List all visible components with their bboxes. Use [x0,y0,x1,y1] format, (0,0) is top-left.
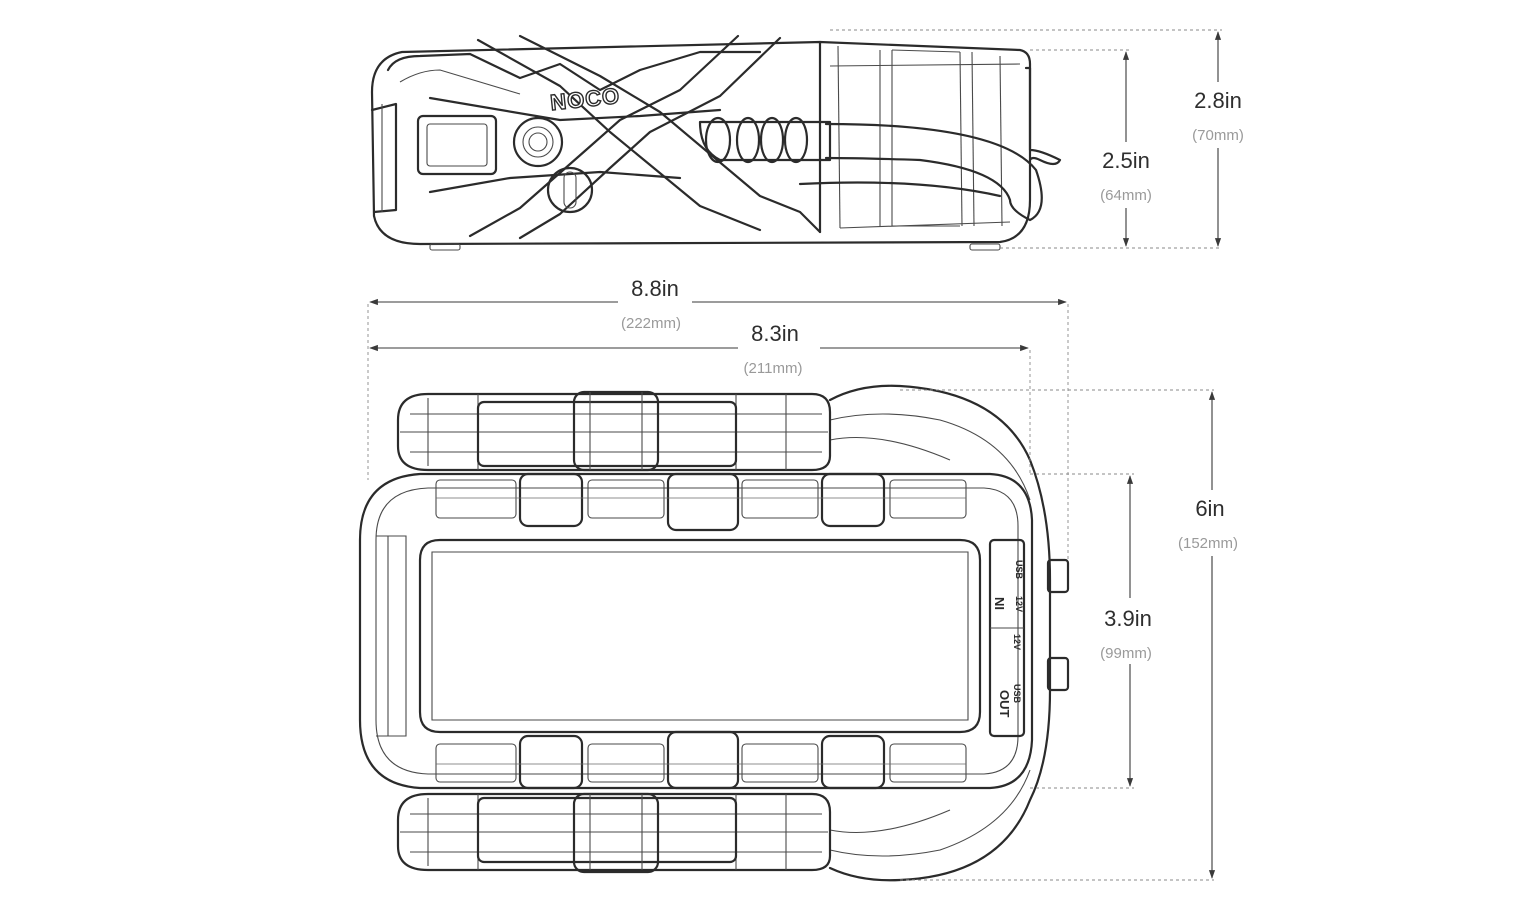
port-in-12v-label: 12V [1014,596,1024,612]
dim-width-body-in: 3.9in [1104,606,1152,631]
grip-lugs-bottom [435,730,967,790]
dim-width-overall-mm: (152mm) [1178,535,1238,552]
dimension-labels: 2.8in (70mm) 2.5in (64mm) 8.8in (222mm) … [621,88,1244,662]
port-out-label: OUT [997,690,1012,718]
dim-length-body-in: 8.3in [751,321,799,346]
grip-lugs-top [435,472,967,532]
port-out-usb-label: USB [1012,684,1022,704]
dim-width-overall-in: 6in [1195,496,1224,521]
dim-height-body-mm: (64mm) [1100,187,1152,204]
dim-length-overall-mm: (222mm) [621,315,681,332]
dim-height-body-in: 2.5in [1102,148,1150,173]
side-view: NOCO [370,34,1062,251]
dim-width-body-mm: (99mm) [1100,645,1152,662]
top-view: IN USB 12V OUT 12V USB [358,384,1070,882]
port-in-usb-label: USB [1014,560,1024,580]
dim-height-overall-in: 2.8in [1194,88,1242,113]
port-in-label: IN [992,597,1007,610]
brand-logo: NOCO [549,83,621,115]
dim-length-body-mm: (211mm) [744,360,803,377]
dim-height-overall-mm: (70mm) [1192,127,1244,144]
dim-length-overall-in: 8.8in [631,276,679,301]
port-out-12v-label: 12V [1012,634,1022,650]
